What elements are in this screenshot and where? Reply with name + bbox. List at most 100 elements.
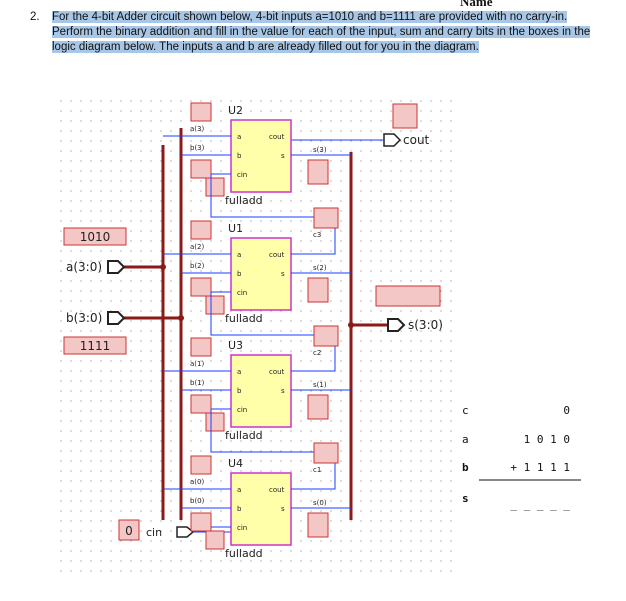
table-value-s: _ _ _ _ _ (510, 498, 570, 511)
wire-s-label: s(3) (313, 146, 327, 154)
pin-b-label: b (237, 505, 242, 513)
port-b-icon (107, 311, 126, 325)
pin-b-label: b (237, 270, 242, 278)
wire-s-label: s(0) (313, 499, 327, 507)
port-cin-label: cin (146, 526, 162, 539)
wire-b-label: b(0) (190, 497, 205, 505)
pin-a-label: a (237, 486, 241, 494)
answer-box-b-bit[interactable] (190, 394, 212, 414)
pin-cin-label: cin (237, 171, 247, 179)
question-block: 2. For the 4-bit Adder circuit shown bel… (30, 10, 592, 55)
table-label-b: b (462, 461, 469, 474)
pin-b-label: b (237, 387, 242, 395)
full-adder-block (230, 237, 292, 311)
pin-cout-label: cout (269, 133, 285, 141)
table-label-a: a (462, 433, 469, 446)
input-a-value: 1010 (80, 230, 111, 244)
port-b-label: b(3:0) (66, 311, 102, 325)
input-a-value-box (63, 227, 127, 246)
answer-box-cout[interactable] (392, 103, 418, 129)
wire-b-label: b(3) (190, 144, 205, 152)
answer-box-a-bit[interactable] (190, 220, 212, 240)
answer-box-s-bit[interactable] (307, 159, 329, 185)
pin-s-label: s (281, 152, 285, 160)
answer-box-a-bit[interactable] (190, 337, 212, 357)
question-text: For the 4-bit Adder circuit shown below,… (52, 11, 591, 53)
answer-box-cin-bit[interactable] (205, 295, 225, 315)
pin-cout-label: cout (269, 368, 285, 376)
question-number: 2. (30, 11, 40, 23)
carry-label: c2 (313, 349, 321, 357)
port-a-icon (107, 260, 126, 274)
answer-box-s-bit[interactable] (307, 277, 329, 303)
input-b-value: 1111 (80, 339, 111, 353)
answer-box-carry[interactable] (313, 442, 339, 464)
full-adder-block (230, 119, 292, 193)
full-adder-block (230, 354, 292, 428)
wire-b-label: b(1) (190, 379, 205, 387)
full-adder-chain: U2 fulladd a b cin cout s a(3) b(3) s(3) U1 fulladd… (163, 102, 351, 560)
pin-cout-label: cout (269, 251, 285, 259)
pin-cin-label: cin (237, 406, 247, 414)
wire-a-label: a(1) (190, 360, 204, 368)
answer-box-b-bit[interactable] (190, 277, 212, 297)
answer-box-b-bit[interactable] (190, 159, 212, 179)
wire-a-label: a(3) (190, 125, 204, 133)
adder-instance-label: U4 (228, 457, 243, 470)
answer-box-a-bit[interactable] (190, 455, 212, 475)
wire-a-label: a(2) (190, 243, 204, 251)
pin-cin-label: cin (237, 524, 247, 532)
answer-box-cin-bit[interactable] (205, 177, 225, 197)
bus-junction (348, 322, 354, 328)
carry-label: c1 (313, 466, 321, 474)
wire-s-label: s(2) (313, 264, 327, 272)
pin-a-label: a (237, 133, 241, 141)
wire-b-label: b(2) (190, 262, 205, 270)
table-value-c: 0 (563, 404, 570, 417)
pin-s-label: s (281, 505, 285, 513)
full-adder-block (230, 472, 292, 546)
adder-instance-label: U2 (228, 104, 243, 117)
input-b-value-box (63, 336, 127, 355)
answer-box-cin-bit[interactable] (205, 412, 225, 432)
wire-s-label: s(1) (313, 381, 327, 389)
port-s-label: s(3:0) (408, 318, 443, 332)
port-cout-icon (383, 133, 402, 147)
bus-junction (160, 264, 166, 270)
answer-box-s-bit[interactable] (307, 394, 329, 420)
pin-s-label: s (281, 387, 285, 395)
table-value-a: 1 0 1 0 (524, 433, 570, 446)
bus-junction (178, 315, 184, 321)
adder-name-label: fulladd (225, 547, 263, 560)
answer-box-carry[interactable] (313, 325, 339, 347)
pin-b-label: b (237, 152, 242, 160)
port-a-label: a(3:0) (66, 260, 102, 274)
page-header-name: Name (460, 0, 493, 9)
answer-box-s-total[interactable] (375, 285, 441, 307)
addition-table: c 0 a 1 0 1 0 b + 1 1 1 1 s _ _ _ _ _ (462, 404, 581, 511)
answer-box-carry[interactable] (313, 207, 339, 229)
adder-name-label: fulladd (225, 312, 263, 325)
adder-name-label: fulladd (225, 429, 263, 442)
input-cin-value: 0 (125, 524, 133, 538)
table-label-s: s (462, 492, 469, 505)
adder-instance-label: U3 (228, 339, 243, 352)
port-cin-icon (176, 526, 195, 538)
answer-box-b-bit[interactable] (190, 512, 212, 532)
pin-a-label: a (237, 368, 241, 376)
pin-a-label: a (237, 251, 241, 259)
carry-label: c3 (313, 231, 321, 239)
answer-box-cin-bit[interactable] (205, 530, 225, 550)
pin-cout-label: cout (269, 486, 285, 494)
adder-instance-label: U1 (228, 222, 243, 235)
answer-box-s-bit[interactable] (307, 512, 329, 538)
table-value-b: + 1 1 1 1 (510, 461, 570, 474)
answer-box-a-bit[interactable] (190, 102, 212, 122)
input-cin-value-box (118, 519, 140, 541)
pin-s-label: s (281, 270, 285, 278)
port-s-icon (387, 318, 406, 332)
wire-a-label: a(0) (190, 478, 204, 486)
adder-name-label: fulladd (225, 194, 263, 207)
pin-cin-label: cin (237, 289, 247, 297)
